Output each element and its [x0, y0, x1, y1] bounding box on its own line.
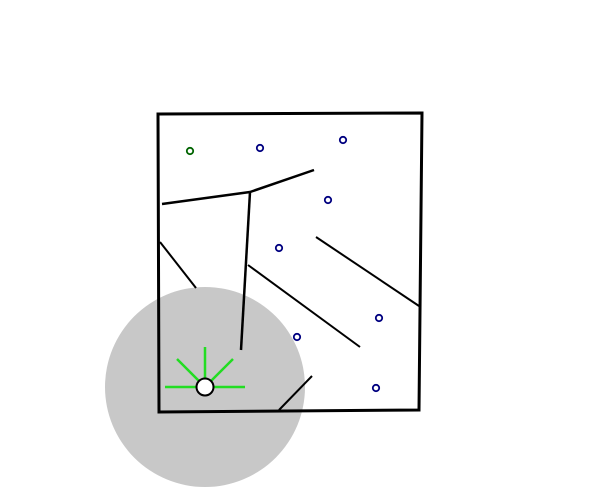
landmark-ring-icon: [323, 195, 333, 205]
landmark-ring-icon: [374, 313, 384, 323]
landmark-ring-icon: [338, 135, 348, 145]
landmark-ring-icon: [255, 143, 265, 153]
landmark-ring-icon: [371, 383, 381, 393]
interior-wall: [247, 264, 361, 348]
landmark-ring-icon: [292, 332, 302, 342]
agent-circle-icon: [195, 377, 215, 397]
landmark-markers: [255, 135, 384, 393]
interior-wall: [249, 168, 315, 194]
interior-wall: [161, 190, 251, 206]
target-ring-icon: [185, 146, 195, 156]
interior-wall: [239, 191, 252, 351]
interior-wall: [278, 375, 313, 411]
interior-wall: [159, 241, 197, 289]
arena-boundary-wall: [156, 111, 424, 414]
interior-wall: [315, 236, 420, 307]
landmark-ring-icon: [274, 243, 284, 253]
